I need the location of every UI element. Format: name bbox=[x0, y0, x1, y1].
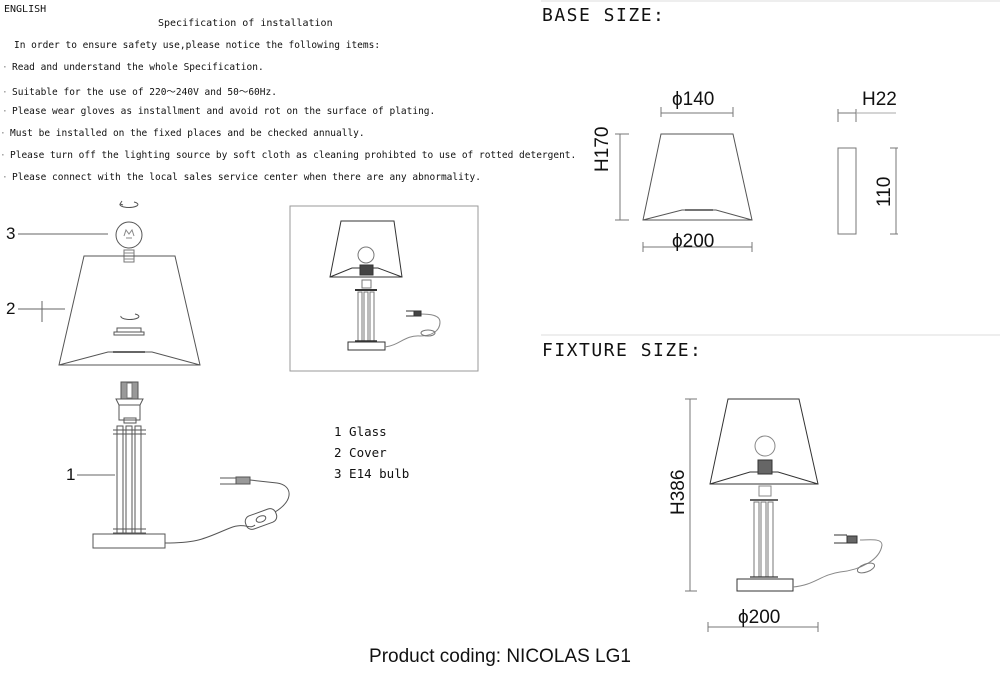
bullet-icon: · bbox=[0, 150, 6, 161]
bullet-icon: · bbox=[2, 62, 8, 73]
base-size-heading: BASE SIZE: bbox=[542, 5, 666, 26]
power-cord-icon bbox=[164, 476, 290, 544]
dim-side-width: H22 bbox=[862, 89, 897, 110]
rotate-arrow-icon bbox=[119, 200, 139, 208]
fixture-size-heading: FIXTURE SIZE: bbox=[542, 340, 703, 361]
parts-legend: 1 Glass 2 Cover 3 E14 bulb bbox=[334, 421, 409, 484]
assembled-view-frame bbox=[289, 205, 479, 372]
lamp-stem-icon bbox=[92, 381, 166, 549]
spec-item: ·Read and understand the whole Specifica… bbox=[2, 62, 264, 73]
dim-fixture-height: H386 bbox=[668, 469, 689, 515]
spec-item: ·Suitable for the use of 220～240V and 50… bbox=[2, 87, 277, 98]
spec-title: Specification of installation bbox=[158, 18, 333, 29]
bullet-icon: · bbox=[0, 128, 6, 139]
spec-item: ·Please turn off the lighting source by … bbox=[0, 150, 577, 161]
bullet-icon: · bbox=[2, 172, 8, 183]
product-coding: Product coding: NICOLAS LG1 bbox=[369, 646, 631, 667]
base-shade-drawing bbox=[642, 133, 753, 221]
dim-shade-bottom-diameter: ϕ200 bbox=[672, 231, 715, 252]
callout-2: 2 bbox=[6, 299, 16, 318]
base-side-drawing bbox=[837, 147, 857, 235]
legend-item-cover: 2 Cover bbox=[334, 445, 387, 460]
fixture-lamp-drawing bbox=[709, 398, 883, 592]
dim-shade-top-diameter: ϕ140 bbox=[672, 89, 715, 110]
spec-intro: In order to ensure safety use,please not… bbox=[14, 40, 381, 51]
dim-shade-height: H170 bbox=[592, 126, 613, 172]
dim-fixture-diameter: ϕ200 bbox=[738, 607, 781, 628]
dim-side-height: 110 bbox=[874, 176, 895, 207]
bullet-icon: · bbox=[2, 87, 8, 98]
legend-item-bulb: 3 E14 bulb bbox=[334, 466, 410, 481]
legend-item-glass: 1 Glass bbox=[334, 424, 387, 439]
callout-1: 1 bbox=[66, 465, 76, 484]
spec-item: ·Please connect with the local sales ser… bbox=[2, 172, 481, 183]
assembled-lamp-icon bbox=[329, 220, 441, 351]
language-label: ENGLISH bbox=[4, 4, 47, 15]
callout-3: 3 bbox=[6, 224, 16, 243]
spec-item: ·Please wear gloves as installment and a… bbox=[2, 106, 436, 117]
bullet-icon: · bbox=[2, 106, 8, 117]
shade-icon bbox=[58, 255, 201, 366]
spec-item: ·Must be installed on the fixed places a… bbox=[0, 128, 365, 139]
